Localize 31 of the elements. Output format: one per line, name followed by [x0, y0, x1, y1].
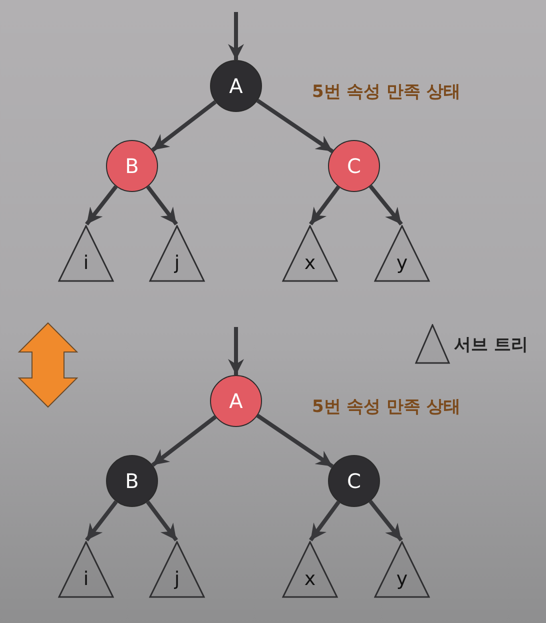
tree-node: B [106, 140, 158, 192]
arrow [309, 186, 340, 226]
subtree-triangle: j [149, 225, 205, 282]
arrow [151, 415, 217, 467]
arrow [256, 98, 334, 154]
tree-node: C [328, 455, 380, 507]
subtree-triangle: i [58, 541, 114, 598]
arrow [85, 500, 118, 542]
subtree-triangle: x [282, 225, 338, 282]
tree-node: B [106, 455, 158, 507]
arrow [228, 327, 244, 375]
subtree-triangle: x [282, 541, 338, 598]
arrow [85, 185, 118, 226]
arrow [308, 500, 340, 542]
subtree-triangle: y [374, 541, 430, 598]
arrow [146, 185, 178, 226]
tree-node: A [210, 375, 262, 427]
legend-label: 서브 트리 [454, 334, 528, 356]
tree-node: A [210, 60, 262, 112]
note-text: 5번 속성 만족 상태 [312, 81, 461, 103]
arrow [151, 100, 217, 152]
note-text: 5번 속성 만족 상태 [312, 396, 461, 418]
arrow [228, 12, 244, 60]
subtree-triangle: j [149, 541, 205, 598]
subtree-triangle: i [58, 225, 114, 282]
arrow [368, 500, 403, 542]
arrow [368, 184, 403, 226]
arrow [256, 414, 334, 468]
subtree-triangle: y [374, 225, 430, 282]
arrow [146, 500, 178, 542]
tree-node: C [328, 140, 380, 192]
